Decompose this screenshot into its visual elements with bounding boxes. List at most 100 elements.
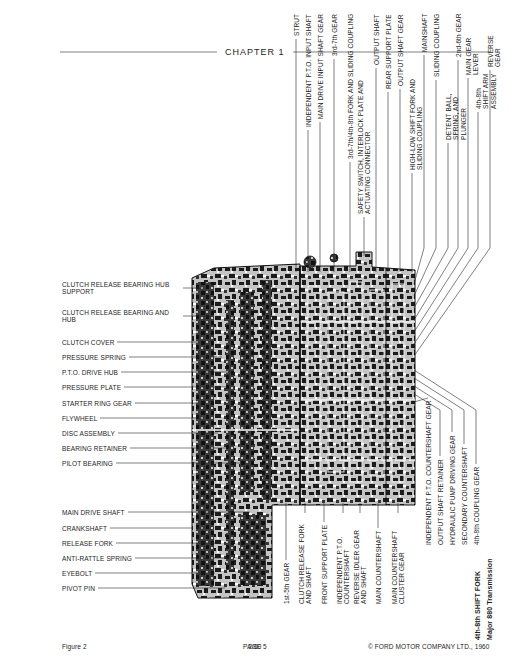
footer-text: Figure 2 <box>62 643 87 650</box>
leader-line <box>116 463 240 464</box>
leader-line <box>124 387 226 388</box>
leader-line <box>343 503 344 513</box>
leader-line <box>350 162 351 272</box>
heading-rule <box>60 52 217 53</box>
lower-clutch-section <box>240 515 266 585</box>
leader-line <box>183 316 212 317</box>
part-label: DETENT BALL, SPRING, AND PLUNGER <box>445 75 467 141</box>
leader-line <box>398 503 399 513</box>
part-label: SLIDING COUPLING <box>433 14 440 77</box>
figure-caption: Major 880 Transmission <box>486 558 494 640</box>
leader-line <box>135 403 198 404</box>
part-label: REAR SUPPORT PLATE <box>385 14 392 89</box>
part-label: FLYWHEEL <box>62 415 97 422</box>
part-label: OUTPUT SHAFT <box>373 14 380 65</box>
leader-line <box>412 173 413 272</box>
leader-line <box>320 122 321 272</box>
part-label: CLUTCH RELEASE BEARING AND HUB <box>62 309 180 324</box>
leader-line <box>414 70 490 356</box>
safety-switch-knob <box>304 256 316 268</box>
part-label: CLUTCH COVER <box>62 339 114 346</box>
part-label: CLUTCH RELEASE BEARING HUB SUPPORT <box>62 281 180 296</box>
footer-text: © FORD MOTOR COMPANY LTD., 1960 <box>368 643 490 650</box>
part-label: FRONT SUPPORT PLATE <box>321 525 328 604</box>
pressure-plate-section <box>240 292 254 492</box>
part-label: P.T.O. DRIVE HUB <box>62 369 118 376</box>
part-label: INDEPENDENT P.T.O. INPUT SHAFT <box>305 14 312 127</box>
part-label: 3rd-7th GEAR <box>331 14 338 56</box>
part-label: STARTER RING GEAR <box>62 400 132 407</box>
part-label: MAIN DRIVE INPUT SHAFT GEAR <box>317 14 324 119</box>
leader-line <box>128 512 250 513</box>
leader-line <box>308 130 309 272</box>
leader-line <box>414 112 478 344</box>
leader-line <box>376 68 377 272</box>
leader-line <box>117 342 200 343</box>
flywheel-section <box>196 282 214 586</box>
footer-text: PAGE 5 <box>243 643 267 650</box>
leader-line <box>388 92 389 272</box>
leader-line <box>286 503 287 560</box>
part-label: DISC ASSEMBLY <box>62 430 115 437</box>
part-label: PRESSURE PLATE <box>62 384 121 391</box>
leader-line <box>121 372 232 373</box>
part-label: MAIN DRIVE SHAFT <box>62 509 125 516</box>
part-label: REVERSE IDLER GEAR AND SHAFT <box>353 516 368 604</box>
part-label: SECONDARY COUNTERSHAFT <box>461 447 468 545</box>
part-label: INDEPENDENT P.T.O. COUNTERSHAFT GEAR <box>425 401 432 545</box>
leader-line <box>98 588 225 589</box>
part-label: BEARING RETAINER <box>62 445 127 452</box>
part-label: 2nd-6th GEAR <box>455 14 462 57</box>
leader-line <box>100 418 204 419</box>
part-label: OUTPUT SHAFT GEAR <box>397 14 404 86</box>
part-label: MAIN GEAR LEVER <box>465 30 480 76</box>
part-label: CLUTCH RELEASE FORK AND SHAFT <box>298 516 313 604</box>
part-label: MAINSHAFT <box>421 14 428 52</box>
part-label: EYEBOLT <box>62 570 92 577</box>
part-label: ANTI-RATTLE SPRING <box>62 555 132 562</box>
leader-line <box>334 59 335 272</box>
leader-line <box>324 503 325 522</box>
part-label: CRANKSHAFT <box>62 525 107 532</box>
leader-line <box>296 39 297 272</box>
part-label: 3rd-7th/4th-8th FORK AND SLIDING COUPLIN… <box>347 14 354 159</box>
part-label: SAFETY SWITCH, INTERLOCK PLATE AND ACTUA… <box>357 61 372 215</box>
part-label: 1st-5th GEAR <box>283 563 290 604</box>
leader-line <box>378 503 379 528</box>
leader-line <box>364 217 365 256</box>
part-label: HYDRAULIC PUMP DRIVING GEAR <box>449 435 456 545</box>
part-label: OUTPUT SHAFT RETAINER <box>437 459 444 545</box>
part-label: RELEASE FORK <box>62 540 113 547</box>
part-label: PILOT BEARING <box>62 460 113 467</box>
leader-line <box>95 573 215 574</box>
leader-line <box>414 386 452 432</box>
leader-line <box>129 357 222 358</box>
part-label: PIVOT PIN <box>62 585 95 592</box>
leader-line <box>116 543 220 544</box>
part-label: STRUT <box>293 14 300 36</box>
leader-line <box>305 503 306 513</box>
part-label: HIGH-LOW SHIFT FORK AND SLIDING COUPLING <box>409 69 424 171</box>
part-label: MAIN COUNTERSHAFT <box>375 531 382 604</box>
gear-outlines <box>192 266 415 505</box>
clutch-housing <box>192 264 300 598</box>
clutch-cover-section <box>262 280 272 500</box>
clutch-disc-section <box>226 300 234 570</box>
leader-line <box>118 433 218 434</box>
part-label: PRESSURE SPRING <box>62 354 126 361</box>
leader-line <box>135 558 230 559</box>
part-label: REVERSE GEAR <box>487 35 502 67</box>
leader-line <box>400 89 401 272</box>
leader-line <box>183 288 205 289</box>
part-label: 4th-8th SHIFT ARM ASSEMBLY <box>475 74 497 110</box>
leader-line <box>130 448 230 449</box>
chapter-heading: CHAPTER 1 <box>225 47 285 57</box>
figure-number: 4th-8th SHIFT FORK <box>474 571 482 640</box>
part-label: MAIN COUNTERSHAFT CLUSTER GEAR <box>391 516 406 604</box>
gearbox-housing <box>300 252 415 505</box>
part-label: 4th-8th COUPLING GEAR <box>473 467 480 545</box>
leader-line <box>110 528 205 529</box>
leader-line <box>414 378 464 444</box>
part-label: INDEPENDENT P.T.O. COUNTERSHAFT <box>336 516 351 604</box>
